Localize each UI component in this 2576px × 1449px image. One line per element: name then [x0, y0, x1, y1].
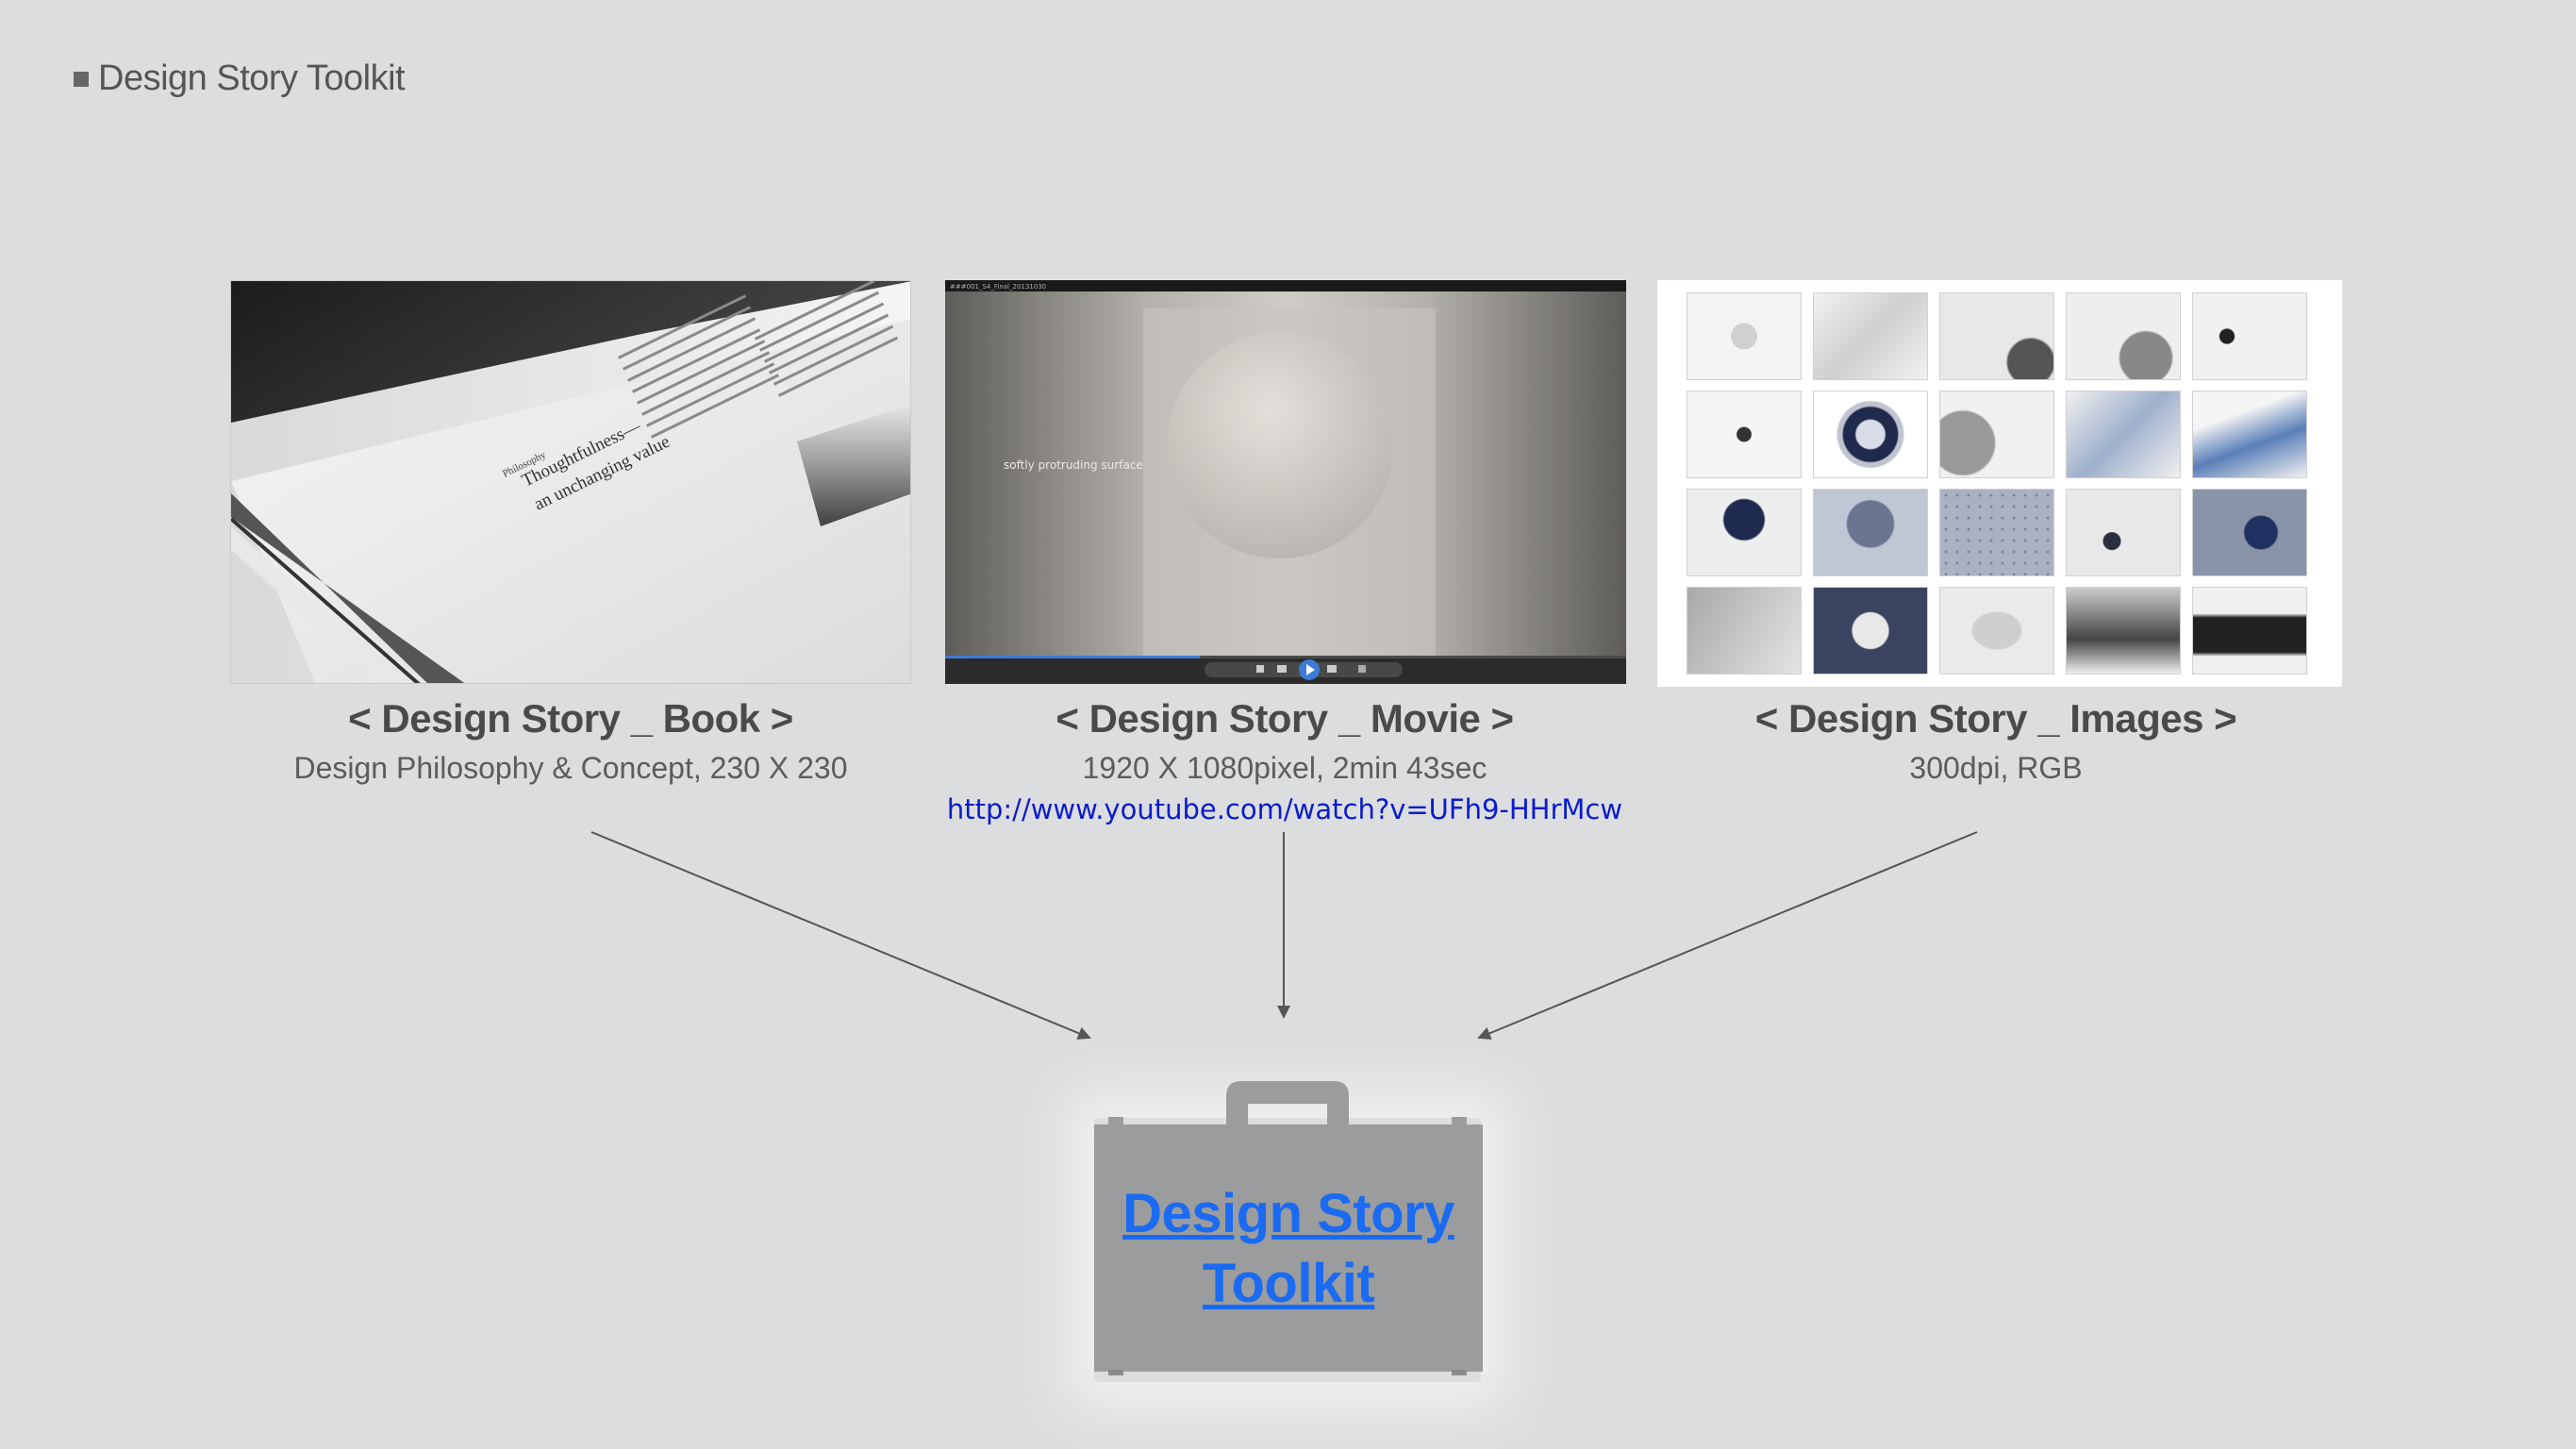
book-subtitle: Design Philosophy & Concept, 230 X 230 — [293, 751, 848, 785]
image-thumbnail[interactable] — [1687, 587, 1802, 675]
image-thumbnail[interactable] — [1939, 292, 2054, 380]
image-thumbnail[interactable] — [1813, 292, 1928, 380]
image-thumbnail[interactable] — [1687, 391, 1802, 478]
book-caption: < Design Story _ Book > Design Philosoph… — [212, 696, 929, 786]
image-thumbnail[interactable] — [2066, 391, 2181, 478]
images-subtitle: 300dpi, RGB — [1909, 751, 2083, 785]
briefcase-icon — [1094, 1081, 1483, 1375]
book-image[interactable]: Philosophy Thoughtfulness— an unchanging… — [230, 280, 911, 684]
images-grid-panel[interactable] — [1657, 280, 2342, 687]
images-grid — [1687, 292, 2307, 675]
image-thumbnail[interactable] — [2066, 587, 2181, 675]
fast-forward-icon[interactable] — [1327, 665, 1337, 673]
arrow-book — [590, 831, 1091, 1040]
book-heading: < Design Story _ Book > — [348, 696, 793, 741]
image-thumbnail[interactable] — [1687, 292, 1802, 380]
volume-icon[interactable] — [1358, 665, 1366, 673]
square-bullet-icon — [74, 71, 89, 87]
arrow-images — [1477, 831, 1978, 1040]
page-title: Design Story Toolkit — [74, 58, 406, 99]
movie-heading: < Design Story _ Movie > — [1055, 696, 1514, 741]
images-heading: < Design Story _ Images > — [1754, 696, 2237, 741]
images-caption: < Design Story _ Images > 300dpi, RGB — [1637, 696, 2354, 786]
image-thumbnail[interactable] — [2192, 489, 2307, 576]
movie-subtitle: 1920 X 1080pixel, 2min 43sec — [1082, 751, 1487, 785]
stop-icon[interactable] — [1256, 665, 1264, 673]
image-thumbnail[interactable] — [2066, 489, 2181, 576]
rewind-icon[interactable] — [1277, 665, 1287, 673]
book-photo: Philosophy Thoughtfulness— an unchanging… — [231, 281, 910, 683]
page-title-text: Design Story Toolkit — [98, 58, 406, 98]
movie-player[interactable]: ###001_S4_Final_20131030 softly protrudi… — [945, 280, 1626, 684]
movie-overlay-text: softly protruding surface — [1004, 458, 1143, 472]
image-thumbnail[interactable] — [1687, 489, 1802, 576]
image-thumbnail[interactable] — [2192, 391, 2307, 478]
image-thumbnail[interactable] — [1939, 391, 2054, 478]
movie-caption: < Design Story _ Movie > 1920 X 1080pixe… — [926, 696, 1643, 825]
image-thumbnail[interactable] — [1939, 489, 2054, 576]
toolkit-link-line1: Design Story — [1122, 1183, 1454, 1244]
player-title: ###001_S4_Final_20131030 — [950, 283, 1046, 291]
toolkit-link-line2: Toolkit — [1202, 1253, 1375, 1314]
play-icon[interactable] — [1299, 659, 1320, 680]
image-thumbnail[interactable] — [2192, 587, 2307, 675]
image-thumbnail[interactable] — [2066, 292, 2181, 380]
toolkit-link[interactable]: Design Story Toolkit — [1094, 1179, 1483, 1319]
image-thumbnail[interactable] — [2192, 292, 2307, 380]
movie-frame: ###001_S4_Final_20131030 softly protrudi… — [945, 280, 1626, 684]
image-thumbnail[interactable] — [1813, 587, 1928, 675]
image-thumbnail[interactable] — [1813, 489, 1928, 576]
image-thumbnail[interactable] — [1939, 587, 2054, 675]
image-thumbnail[interactable] — [1813, 391, 1928, 478]
youtube-link[interactable]: http://www.youtube.com/watch?v=UFh9-HHrM… — [946, 793, 1623, 825]
